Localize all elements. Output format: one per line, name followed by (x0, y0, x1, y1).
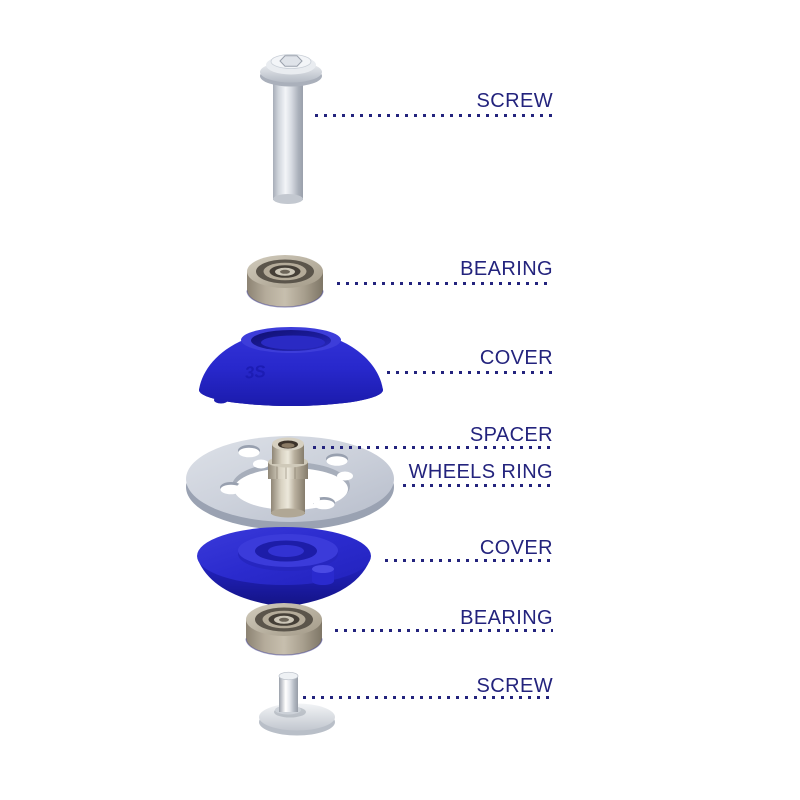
label-wheels-ring: WHEELS RING (408, 461, 553, 483)
cover-top-part: 3S (199, 327, 383, 406)
screw-bottom-part (259, 671, 335, 736)
spacer-part (268, 437, 308, 518)
cover-peg (312, 565, 334, 585)
leader-screw-top (315, 114, 553, 117)
cover-bottom-part (197, 527, 371, 607)
screw-top-part (260, 54, 322, 204)
ring-cutout-w (220, 482, 253, 495)
leader-bearing-top (337, 282, 553, 285)
leader-bearing-bottom (335, 629, 553, 632)
ring-cutout-ne (326, 453, 353, 481)
leader-wheels-ring (403, 484, 553, 487)
leader-cover-top (387, 371, 553, 374)
cover-logo-text: 3S (244, 362, 267, 383)
label-cover-top: COVER (479, 347, 553, 369)
label-bearing-bottom: BEARING (460, 607, 553, 629)
ring-cutout-nw (238, 445, 269, 469)
ring-cutout-s (304, 494, 335, 510)
leader-spacer (313, 446, 553, 449)
label-spacer: SPACER (469, 424, 553, 446)
leader-screw-bottom (303, 696, 553, 699)
leader-cover-bottom (385, 559, 553, 562)
hex-socket (279, 55, 303, 67)
label-screw-top: SCREW (476, 90, 553, 112)
label-screw-bottom: SCREW (476, 675, 553, 697)
label-bearing-top: BEARING (460, 258, 553, 280)
bearing-top-part (246, 254, 324, 308)
bearing-bottom-part (245, 602, 323, 656)
label-cover-bottom: COVER (479, 537, 553, 559)
